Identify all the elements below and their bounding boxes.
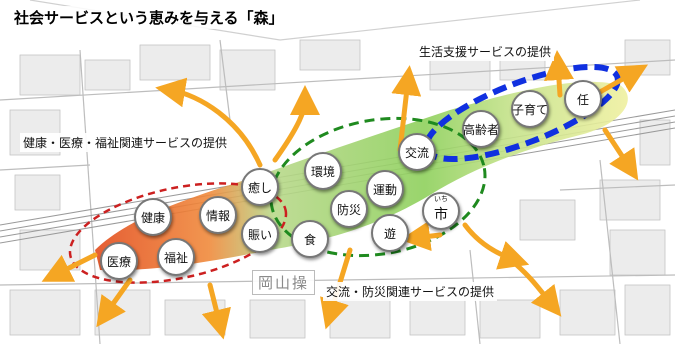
- arrow-koryu-up: [391, 65, 422, 153]
- node-ichi-label: 市: [434, 206, 448, 223]
- arrow-exchange-w: [400, 221, 443, 252]
- node-bosai: 防災: [330, 190, 368, 228]
- life-support-label: 生活支援サービスの提供: [416, 42, 555, 61]
- diagram-title: 社会サービスという恵みを与える「森」: [10, 6, 288, 29]
- arrow-health-sw: [96, 277, 133, 328]
- map-blocks: [9, 39, 671, 339]
- node-iryo: 医療: [100, 242, 138, 280]
- node-kankyo: 環境: [304, 152, 342, 190]
- node-ichi: いち 市: [422, 192, 460, 230]
- arrow-health-nw: [155, 77, 263, 168]
- node-nin: 任: [564, 80, 602, 118]
- node-nigiwai: 賑い: [241, 215, 279, 253]
- node-asobi: 遊: [371, 214, 409, 252]
- arrow-health-n: [272, 85, 320, 163]
- node-undo: 運動: [366, 170, 404, 208]
- node-joho: 情報: [199, 196, 237, 234]
- node-shoku: 食: [291, 220, 329, 258]
- node-ichi-ruby: いち: [434, 195, 448, 203]
- node-kenko: 健康: [134, 198, 172, 236]
- arrow-exchange-e: [462, 222, 530, 270]
- arrow-exchange-se: [502, 252, 562, 317]
- node-koryu: 交流: [398, 133, 436, 171]
- arrow-life-down: [602, 127, 639, 181]
- node-kosodate: 子育て: [511, 90, 549, 128]
- arrow-life-right: [597, 64, 649, 95]
- node-fukushi: 福祉: [157, 238, 195, 276]
- exchange-services-label: 交流・防災関連サービスの提供: [323, 282, 498, 301]
- health-services-label: 健康・医療・福祉関連サービスの提供: [20, 133, 231, 152]
- exchange-services-ellipse: [269, 116, 487, 258]
- service-arrows: [41, 50, 649, 340]
- station-name: 岡山操: [252, 270, 316, 295]
- node-koreisha: 高齢者: [462, 110, 500, 148]
- arrow-health-s: [201, 282, 231, 340]
- arrow-life-up: [544, 50, 574, 98]
- node-iyashi: 癒し: [241, 168, 279, 206]
- arrow-health-w: [41, 252, 98, 282]
